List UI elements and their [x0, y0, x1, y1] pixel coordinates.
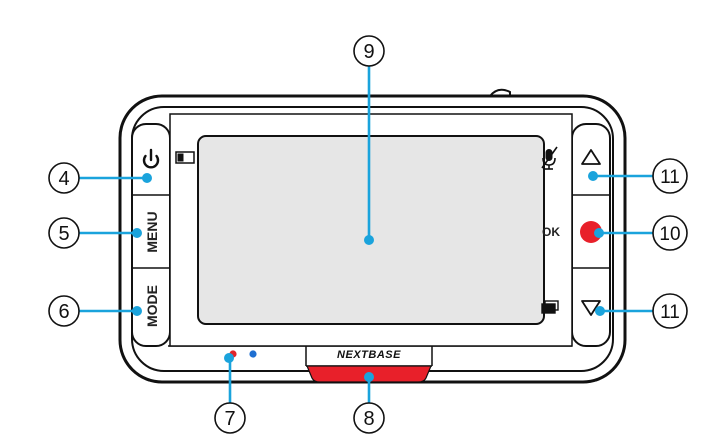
callout-circle: [353, 35, 385, 67]
callout-c5: 5: [48, 217, 142, 249]
triangle-down-icon: [581, 300, 601, 316]
callout-number: 5: [58, 223, 69, 245]
callout-c8: 8: [353, 372, 385, 434]
callout-number: 9: [363, 41, 374, 63]
callouts: 4 5 6 7 8 9 10 11 11: [48, 35, 688, 434]
callout-target-dot: [142, 173, 152, 183]
callout-target-dot: [594, 228, 604, 238]
callout-c10: 10: [594, 215, 688, 251]
callout-circle: [48, 162, 80, 194]
callout-c6: 6: [48, 295, 142, 327]
callout-target-dot: [132, 306, 142, 316]
brand-logo: NEXTBASE: [337, 349, 401, 361]
callout-number: 7: [224, 408, 235, 430]
callout-number: 6: [58, 301, 69, 323]
mic-mute-icon: [541, 146, 558, 170]
callout-target-dot: [364, 372, 374, 382]
power-icon: [142, 148, 160, 169]
callout-c9: 9: [353, 35, 385, 245]
down-button[interactable]: [574, 270, 608, 344]
triangle-up-icon: [581, 149, 601, 165]
record-dot: [580, 221, 602, 243]
power-button[interactable]: [134, 126, 168, 193]
callout-circle: [353, 402, 385, 434]
callout-circle: [48, 217, 80, 249]
overlay-icon: [541, 300, 559, 314]
callout-target-dot: [595, 306, 605, 316]
callout-target-dot: [224, 353, 234, 363]
callout-circle: [652, 158, 688, 194]
callout-number: 4: [58, 168, 69, 190]
callout-number: 8: [363, 408, 374, 430]
callout-c11a: 11: [588, 158, 688, 194]
up-button[interactable]: [574, 126, 608, 193]
mode-button[interactable]: MODE: [134, 270, 168, 344]
callout-circle: [214, 402, 246, 434]
record-button[interactable]: [574, 197, 608, 266]
callout-c11b: 11: [595, 293, 688, 329]
callout-target-dot: [364, 235, 374, 245]
callout-circle: [652, 293, 688, 329]
mode-label: MODE: [144, 285, 160, 327]
screen[interactable]: [197, 135, 545, 325]
callout-number: 11: [660, 167, 680, 188]
callout-number: 11: [660, 302, 680, 323]
callout-target-dot: [588, 171, 598, 181]
callout-circle: [652, 215, 688, 251]
callout-circle: [48, 295, 80, 327]
callout-number: 10: [659, 224, 680, 245]
callout-target-dot: [132, 228, 142, 238]
led-blue: [249, 350, 257, 358]
callout-c7: 7: [214, 353, 246, 434]
menu-label: MENU: [144, 211, 160, 252]
callout-c4: 4: [48, 162, 152, 194]
menu-button[interactable]: MENU: [134, 197, 168, 266]
battery-small-icon: [175, 151, 195, 164]
ok-label: OK: [542, 225, 560, 239]
